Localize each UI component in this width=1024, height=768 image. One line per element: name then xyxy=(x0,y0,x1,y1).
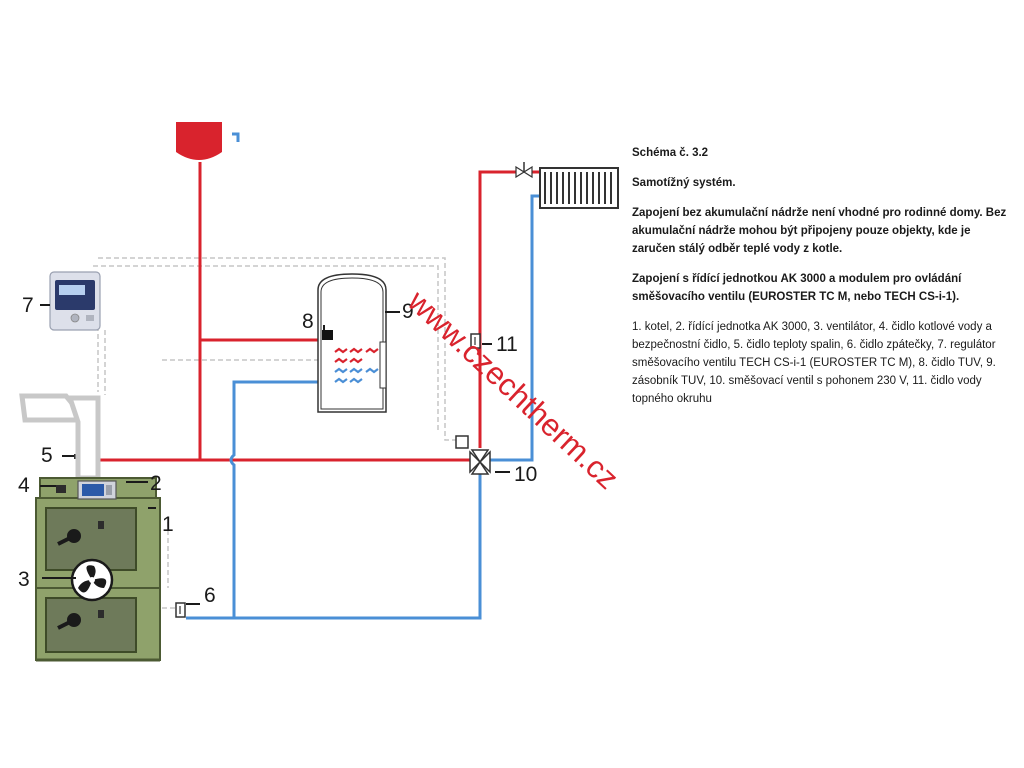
connection-text: Zapojení s řídící jednotkou AK 3000 a mo… xyxy=(632,273,962,303)
label-tuv-sensor: 8 xyxy=(302,310,314,333)
return-sensor-icon xyxy=(175,602,186,618)
label-boiler: 1 xyxy=(162,513,174,536)
warning-text: Zapojení bez akumulační nádrže není vhod… xyxy=(632,207,1007,255)
watermark: www.czechtherm.cz xyxy=(400,283,625,496)
system-name: Samotížný systém. xyxy=(632,177,736,189)
expansion-tank xyxy=(176,122,222,160)
label-return-sensor: 6 xyxy=(204,584,216,607)
scheme-legend: Schéma č. 3.2 Samotížný systém. Zapojení… xyxy=(632,144,1017,408)
radiator xyxy=(539,167,619,209)
fan-icon xyxy=(70,558,114,602)
radiator-valve-icon xyxy=(515,162,533,179)
heating-water-sensor-icon xyxy=(470,333,481,349)
label-fan: 3 xyxy=(18,568,30,591)
mixing-valve-icon xyxy=(455,435,491,475)
boiler-door-handle-icon xyxy=(57,529,81,630)
label-flue-gas-sensor: 5 xyxy=(41,444,53,467)
scheme-title: Schéma č. 3.2 xyxy=(632,147,709,159)
label-boiler-water-sensor: 4 xyxy=(18,474,30,497)
hot-water-storage-tank xyxy=(317,273,387,413)
component-list: 1. kotel, 2. řídící jednotka AK 3000, 3.… xyxy=(632,321,996,405)
label-regulator: 7 xyxy=(22,294,34,317)
leader-lines xyxy=(40,304,510,605)
mixing-valve-regulator xyxy=(49,271,101,331)
label-tuv-tank: 9 xyxy=(402,300,414,323)
return-pipes xyxy=(186,132,545,620)
flue-duct xyxy=(19,393,101,481)
control-unit xyxy=(77,480,117,500)
label-mixing-valve: 10 xyxy=(514,463,537,486)
label-heating-sensor: 11 xyxy=(496,333,518,356)
label-control-unit: 2 xyxy=(150,472,162,495)
